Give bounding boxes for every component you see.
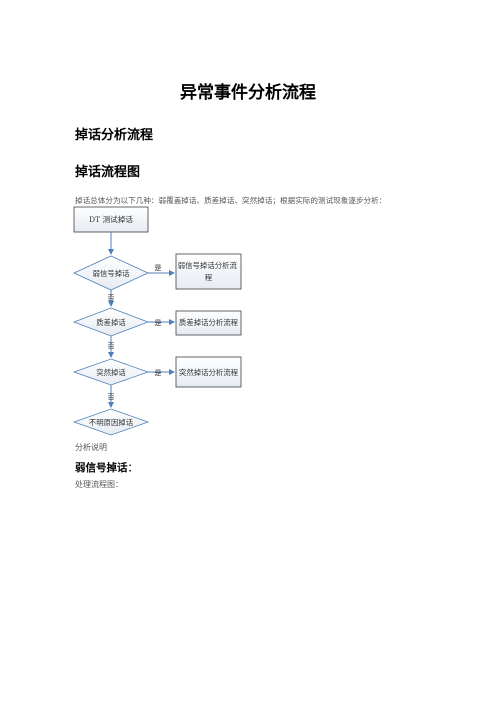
yes-label: 是 [155, 369, 162, 377]
weak-signal-colon: ： [127, 462, 139, 474]
weak-signal-heading: 弱信号掉话： [75, 460, 138, 475]
outcome-node [175, 356, 242, 388]
outcome-node [175, 310, 242, 336]
no-label: 否 [108, 294, 115, 302]
start-node-label: DT 测试掉话 [89, 214, 133, 224]
outcome-node [175, 253, 242, 290]
analysis-label: 分析说明 [75, 443, 107, 452]
weak-signal-heading-text: 弱信号掉话 [75, 462, 128, 474]
process-label: 处理流程图： [75, 480, 123, 489]
decision-node-label: 弱信号掉话 [93, 269, 131, 278]
outcome-node-label: 质差掉话分析流程 [179, 318, 239, 327]
outcome-node-label: 弱信号掉话分析流 程 [178, 261, 240, 282]
outcome-node-label: 突然掉话分析流程 [179, 368, 239, 377]
decision-node-label: 质差掉话 [96, 318, 126, 327]
no-label: 否 [108, 393, 115, 401]
intro-text: 掉话总体分为以下几种：弱覆盖掉话、质差掉话、突然掉话；根据实际的测试现象逐步分析… [75, 196, 387, 205]
end-node-label: 不明原因掉话 [89, 418, 134, 427]
page-title: 异常事件分析流程 [180, 83, 316, 103]
no-label: 否 [108, 342, 115, 350]
yes-label: 是 [155, 264, 162, 272]
section-heading: 掉话分析流程 [75, 128, 154, 143]
subsection-heading: 掉话流程图 [75, 165, 141, 180]
decision-node-label: 突然掉话 [96, 368, 126, 377]
yes-label: 是 [155, 319, 162, 327]
start-node [73, 206, 149, 233]
end-node [72, 408, 150, 436]
